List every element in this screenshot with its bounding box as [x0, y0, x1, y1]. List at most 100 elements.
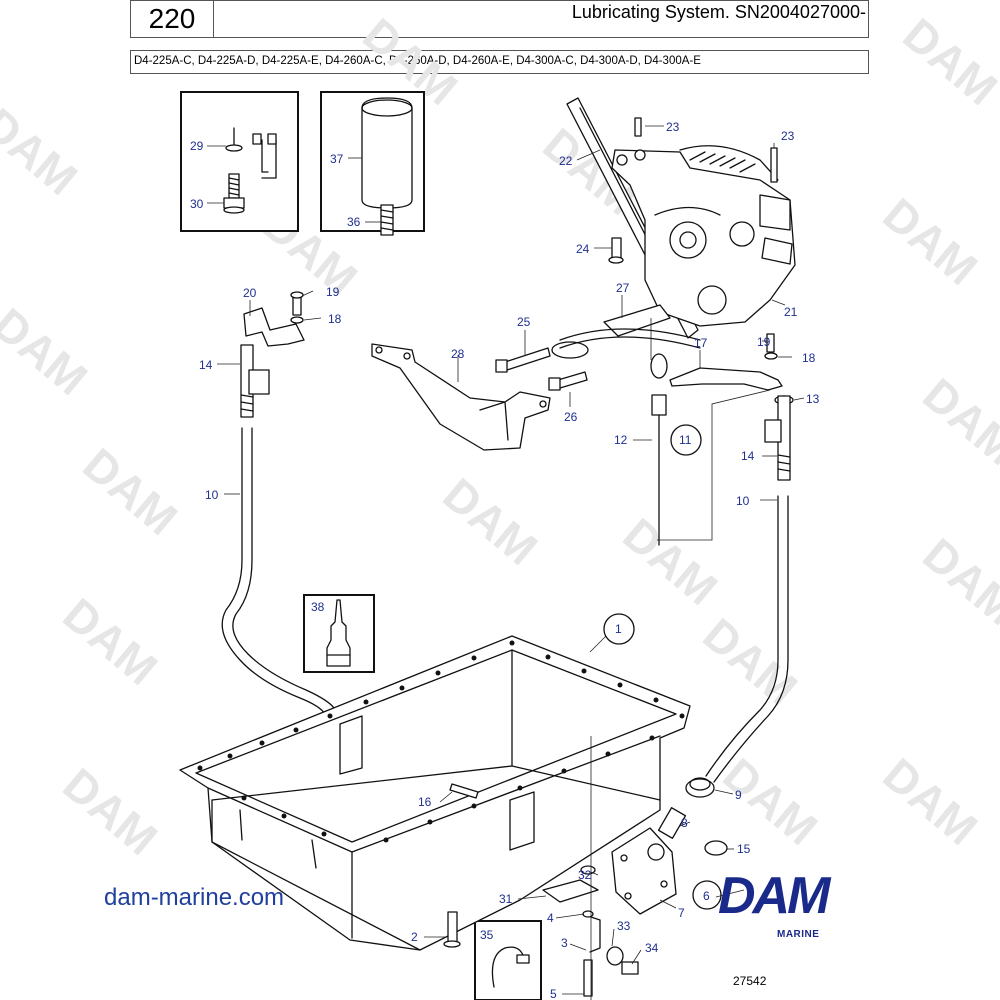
- callout-28: 28: [451, 347, 465, 361]
- watermark: DAM: [714, 748, 828, 855]
- watermark: DAM: [914, 368, 1000, 475]
- callout-1: 1: [615, 622, 622, 636]
- callout-32: 32: [578, 868, 592, 882]
- connector-14-right-part: [764, 395, 791, 481]
- watermark: DAM: [0, 98, 87, 205]
- callout-27: 27: [616, 281, 630, 295]
- oil-filter-part: [361, 97, 413, 209]
- callout-circles: [603, 424, 722, 910]
- callout-9: 9: [735, 788, 742, 802]
- bolt-24-part: [608, 237, 624, 264]
- bracket-28-part: [371, 343, 551, 451]
- callout-4: 4: [547, 911, 554, 925]
- connector-14-left-part: [240, 344, 270, 418]
- watermark: DAM: [614, 508, 728, 615]
- callout-19: 19: [757, 335, 771, 349]
- watermark: DAM: [0, 298, 97, 405]
- callout-26: 26: [564, 410, 578, 424]
- models-box: [130, 50, 869, 74]
- inset-box-35: [474, 920, 542, 1000]
- bolt-19-right-part: [766, 333, 775, 353]
- callout-12: 12: [614, 433, 628, 447]
- leader-lines: [207, 125, 805, 995]
- website-url: dam-marine.com: [104, 884, 285, 911]
- oil-pump-assembly-part: [566, 97, 796, 339]
- callout-31: 31: [499, 892, 513, 906]
- watermark: DAM: [74, 438, 188, 545]
- oil-pan-part: [179, 635, 691, 951]
- callout-25: 25: [517, 315, 531, 329]
- callout-10: 10: [736, 494, 750, 508]
- washer-18-left-part: [290, 316, 304, 324]
- callout-8: 8: [681, 816, 688, 830]
- callout-7: 7: [678, 906, 685, 920]
- pan-parts-16-2: [443, 783, 479, 948]
- bolt-26-part: [548, 371, 588, 391]
- callout-36: 36: [347, 215, 361, 229]
- drawing-number: 27542: [733, 974, 767, 988]
- callout-14: 14: [199, 358, 213, 372]
- watermark: DAM: [54, 588, 168, 695]
- callout-16: 16: [418, 795, 432, 809]
- pan-bolt-holes: [197, 640, 685, 843]
- callout-2: 2: [411, 930, 418, 944]
- callout-10: 10: [205, 488, 219, 502]
- callout-3: 3: [561, 936, 568, 950]
- callout-30: 30: [190, 197, 204, 211]
- nuts-33-34: [606, 946, 639, 975]
- watermark: DAM: [874, 748, 988, 855]
- callout-13: 13: [806, 392, 820, 406]
- watermark: DAM: [434, 468, 548, 575]
- bolt-19-left-part: [290, 291, 304, 316]
- dipstick-tube-outline: [657, 389, 771, 541]
- callout-35: 35: [480, 928, 494, 942]
- plugs-9-8-15: [657, 777, 728, 856]
- bracket-fitting-part: [225, 127, 277, 179]
- callout-5: 5: [550, 987, 557, 1000]
- callout-29: 29: [190, 139, 204, 153]
- sealant-bottle-part: [326, 599, 351, 667]
- callout-18: 18: [802, 351, 816, 365]
- watermark: DAM: [894, 8, 1000, 115]
- callout-20: 20: [243, 286, 257, 300]
- callout-23: 23: [666, 120, 680, 134]
- clamp-35-part: [491, 946, 530, 988]
- watermark: DAM: [694, 608, 808, 715]
- callout-17: 17: [694, 336, 708, 350]
- callout-6: 6: [703, 889, 710, 903]
- tube-10-left-part: [221, 427, 335, 715]
- page-number: 220: [148, 3, 196, 34]
- callout-19: 19: [326, 285, 340, 299]
- callout-22: 22: [559, 154, 573, 168]
- callout-24: 24: [576, 242, 590, 256]
- callout-37: 37: [330, 152, 344, 166]
- bracket-20-part: [243, 307, 305, 347]
- callout-14: 14: [741, 449, 755, 463]
- dam-logo: DAM: [718, 867, 830, 925]
- page-title: Lubricating System. SN2004027000-: [571, 2, 866, 22]
- callout-18: 18: [328, 312, 342, 326]
- clamp-parts-31-3: [542, 865, 601, 997]
- callout-33: 33: [617, 919, 631, 933]
- watermark: DAM: [54, 758, 168, 865]
- washer-18-right-part: [764, 352, 778, 360]
- callout-23: 23: [781, 129, 795, 143]
- cover-7-part: [611, 827, 677, 915]
- callout-21: 21: [784, 305, 798, 319]
- page-number-box: [130, 0, 214, 38]
- watermark: DAM: [914, 528, 1000, 635]
- callout-34: 34: [645, 941, 659, 955]
- filter-nipple-part: [380, 204, 394, 236]
- callout-labels: 29 30 37 36 23 23 22 24 21 27 25 28 26 2…: [190, 120, 820, 1000]
- watermark: DAM: [874, 188, 988, 295]
- callout-11: 11: [679, 433, 692, 447]
- callout-38: 38: [311, 600, 325, 614]
- logo-subtitle: MARINE: [777, 929, 820, 940]
- bolt-25-part: [495, 347, 551, 373]
- dipstick-12-part: [650, 353, 668, 546]
- suction-pipe-27-part: [551, 304, 701, 359]
- tube-10-right-part: [705, 495, 789, 783]
- model-list: D4-225A-C, D4-225A-D, D4-225A-E, D4-260A…: [134, 55, 701, 67]
